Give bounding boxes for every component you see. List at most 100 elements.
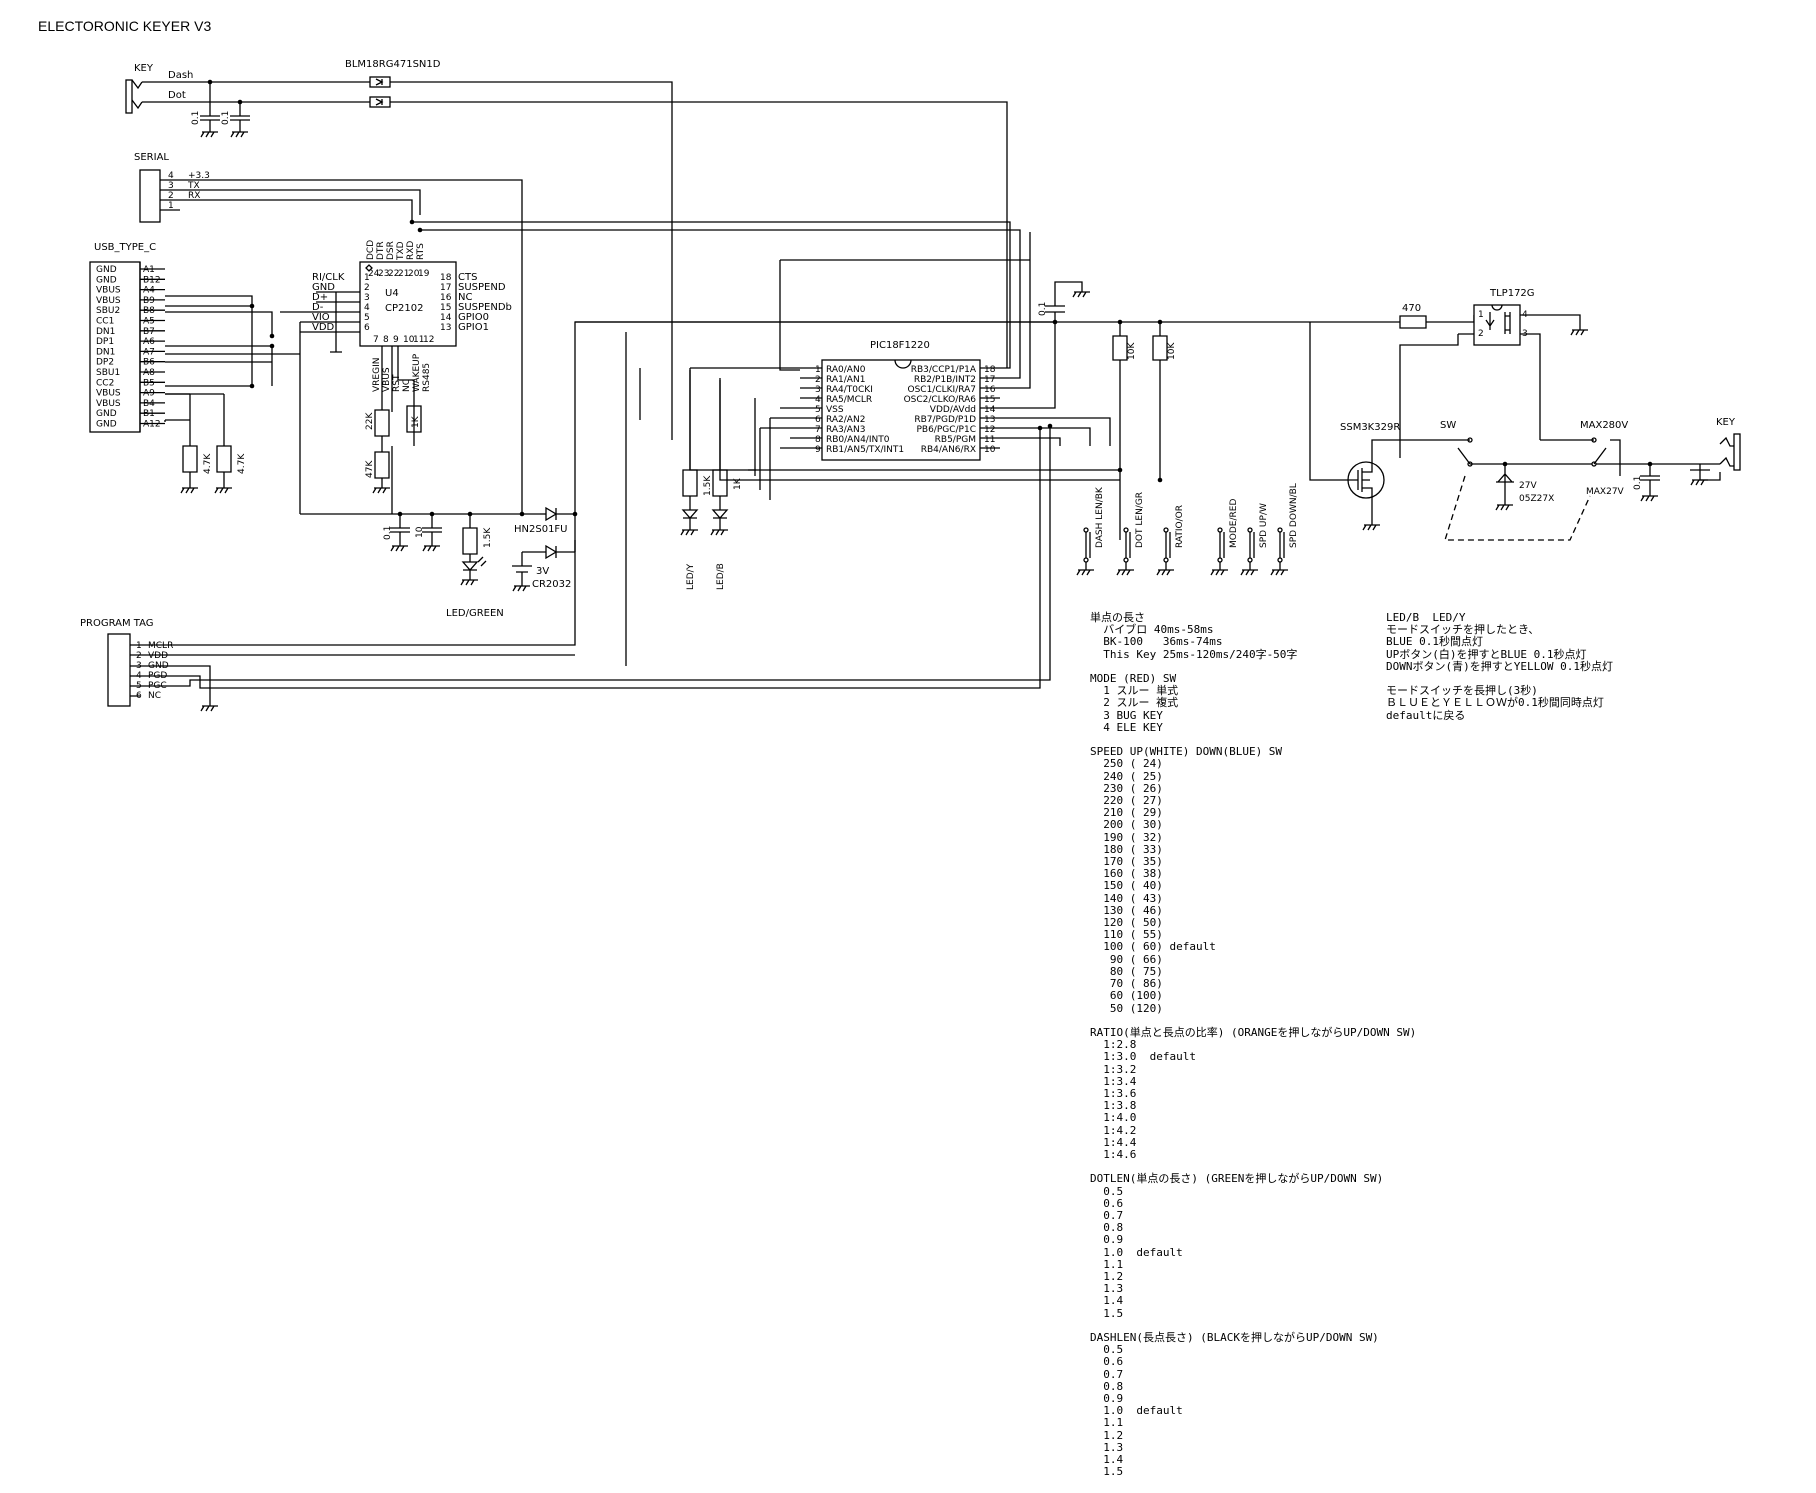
svg-text:4.7K: 4.7K [203, 453, 213, 474]
pic-pin-left: RA2/AN2 [826, 415, 865, 425]
pic18f1220: PIC18F1220 RA0/AN01RA1/AN12RA4/T0CKI3RA5… [412, 221, 1121, 540]
ferrite-bead-dot [369, 96, 391, 108]
svg-text:2: 2 [136, 651, 142, 661]
svg-text:12: 12 [423, 335, 434, 345]
svg-text:4.7K: 4.7K [237, 453, 247, 474]
tlp172g-photorelay [1473, 304, 1521, 346]
svg-text:0.1: 0.1 [191, 111, 201, 125]
key-right-label: KEY [1716, 417, 1736, 428]
svg-text:0.1: 0.1 [1038, 302, 1048, 316]
svg-text:1: 1 [1478, 310, 1484, 320]
u4-pin-bottom: RS485 [422, 363, 432, 392]
pic-part-label: PIC18F1220 [870, 340, 930, 351]
usb-pin-name: SBU2 [96, 306, 120, 316]
usb-pin-name: GND [96, 409, 117, 419]
push-switch-4: MODE/RED [1210, 499, 1239, 576]
ground-icon [680, 529, 698, 536]
svg-text:9: 9 [815, 445, 821, 455]
max280-label: MAX280V [1580, 420, 1628, 431]
svg-text:22: 22 [388, 269, 399, 279]
u4-pin-right: GPIO0 [458, 312, 489, 323]
ground-icon [1240, 569, 1258, 576]
pic-pin-right: RB5/PGM [935, 435, 976, 445]
tlp172g-label: TLP172G [1489, 288, 1535, 299]
ground-icon [1270, 569, 1288, 576]
led-yellow-icon [681, 370, 699, 530]
usb-pin-number: A5 [143, 317, 155, 327]
pic-decoupling-cap: 0.1 [1038, 281, 1090, 322]
usb-pin-name: VBUS [96, 399, 121, 409]
zener-diode-icon [1470, 463, 1514, 505]
svg-text:TX: TX [187, 181, 200, 191]
svg-text:1.5K: 1.5K [703, 475, 713, 496]
ganged-switch-link [1444, 475, 1591, 541]
key-jack-right [1733, 433, 1741, 471]
usb-pin-number: B4 [143, 399, 155, 409]
page-title: ELECTORONIC KEYER V3 [38, 18, 212, 34]
diode-1 [545, 506, 558, 522]
svg-text:4: 4 [168, 171, 174, 181]
key-left-label: KEY [134, 63, 154, 74]
key-input-section: KEY Dash Dot BLM18RG471SN1D 0.1 0.1 [125, 59, 1008, 440]
svg-text:11: 11 [413, 335, 424, 345]
ground-icon [180, 487, 198, 494]
serial-label: SERIAL [134, 152, 169, 163]
svg-text:22K: 22K [365, 412, 375, 430]
pic-pin-right: RB2/P1B/INT2 [914, 375, 976, 385]
svg-text:4: 4 [364, 303, 370, 313]
notes-left: 単点の長さ バイブロ 40ms-58ms BK-100 36ms-74ms Th… [1090, 611, 1417, 1479]
usb-pin-name: SBU1 [96, 368, 120, 378]
usb-pin-number: B12 [143, 275, 161, 285]
u4-pin-top: RXD [406, 241, 416, 260]
switch-label: MODE/RED [1229, 499, 1239, 548]
cap-01-3v3 [390, 514, 410, 546]
pic-pin-left: RA3/AN3 [826, 425, 865, 435]
svg-text:10: 10 [403, 335, 415, 345]
svg-text:3: 3 [815, 385, 821, 395]
svg-text:3: 3 [168, 181, 174, 191]
svg-text:17: 17 [440, 283, 451, 293]
u4-ref: U4 [385, 288, 399, 299]
ferrite-label: BLM18RG471SN1D [345, 59, 441, 70]
usb-pin-name: GND [96, 420, 117, 430]
pullup-2 [1152, 322, 1168, 480]
svg-text:+3.3: +3.3 [188, 171, 210, 181]
switch-label: SPD DOWN/BL [1289, 483, 1299, 548]
usb-pin-name: DN1 [96, 327, 115, 337]
pic-pin-left: RA1/AN1 [826, 375, 865, 385]
diode-2 [522, 544, 575, 560]
push-switch-5: SPD UP/W [1240, 503, 1269, 576]
u4-pin-left: VIO [312, 312, 330, 323]
ground-icon [1210, 569, 1228, 576]
u4-pin-right: GPIO1 [458, 322, 489, 333]
u4-pin-top: TXD [396, 241, 406, 261]
pic-pin-left: RA4/T0CKI [826, 385, 873, 395]
u4-pin-right: SUSPENDb [458, 302, 512, 313]
ground-icon [372, 487, 390, 494]
usb-label: USB_TYPE_C [94, 242, 156, 253]
pic-pin-right: RB3/CCP1/P1A [911, 365, 977, 375]
battery-icon [512, 552, 532, 586]
pic-pin-right: OSC2/CLKO/RA6 [904, 395, 977, 405]
key-jack-left [125, 79, 133, 114]
ground-icon [230, 131, 248, 138]
svg-text:14: 14 [440, 313, 452, 323]
program-tag-net: NC [148, 691, 161, 701]
switch-label: DASH LEN/BK [1095, 486, 1105, 548]
svg-text:13: 13 [440, 323, 451, 333]
svg-text:05Z27X: 05Z27X [1519, 494, 1554, 504]
ground-icon [1570, 329, 1588, 336]
ground-icon [1076, 569, 1094, 576]
pic-pin-right: RB7/PGD/P1D [914, 415, 976, 425]
svg-text:2: 2 [364, 283, 370, 293]
svg-text:16: 16 [440, 293, 452, 303]
u4-pin-right: SUSPEND [458, 282, 506, 293]
u4-pin-left: VDD [312, 322, 335, 333]
u4-pin-left: D+ [312, 292, 328, 303]
svg-text:16: 16 [984, 385, 996, 395]
svg-text:15: 15 [984, 395, 995, 405]
pic-pin-right: RB4/AN6/RX [921, 445, 976, 455]
svg-text:9: 9 [393, 335, 399, 345]
ground-icon [200, 131, 218, 138]
notes-right: LED/B LED/Y モードスイッチを押したとき、 BLUE 0.1秒間点灯 … [1386, 611, 1613, 722]
